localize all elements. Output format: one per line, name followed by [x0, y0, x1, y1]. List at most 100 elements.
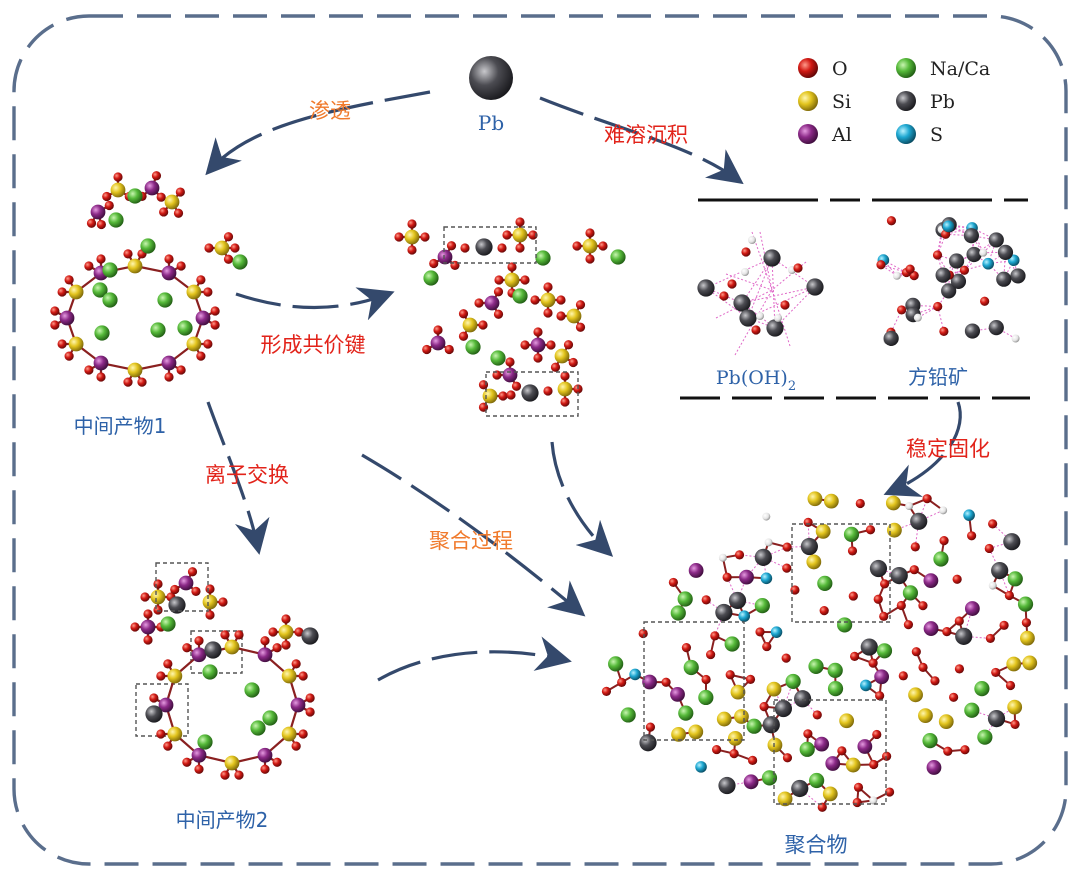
lead-atom: [910, 512, 928, 530]
pboh2-main: Pb(OH): [716, 367, 788, 389]
hydrogen-bond: [747, 257, 773, 319]
oxygen-atom: [511, 381, 522, 391]
sodium-calcium-atom: [678, 705, 694, 721]
oxygen-atom: [563, 340, 574, 350]
lead-atom: [715, 603, 733, 622]
silicon-atom: [1006, 656, 1022, 672]
oxygen-atom: [701, 674, 711, 685]
bond-site-box: [791, 523, 891, 623]
oxygen-atom: [598, 241, 608, 251]
aluminum-atom: [923, 573, 939, 589]
stabilize-label: 稳定固化: [906, 437, 990, 461]
silicon-atom: [214, 240, 230, 256]
sodium-calcium-atom: [843, 526, 860, 543]
oxygen-atom: [220, 630, 230, 640]
oxygen-atom: [182, 643, 192, 653]
legend-item-pb: Pb: [896, 91, 955, 113]
oxygen-atom: [478, 402, 489, 412]
sodium-calcium-atom: [902, 585, 919, 601]
oxygen-atom: [868, 658, 878, 668]
oxygen-atom: [719, 291, 729, 301]
oxygen-atom: [102, 191, 112, 202]
galena-structure: [876, 216, 1026, 347]
sodium-calcium-atom: [761, 770, 778, 786]
arrow-int1-to-polymer: [361, 453, 586, 617]
arrow-pb-to-intermediate1: [205, 90, 431, 176]
sulfur-atom: [982, 257, 994, 270]
oxygen-atom: [568, 357, 578, 368]
outer-dashed-frame: [12, 14, 1068, 866]
oxygen-atom: [294, 627, 304, 637]
silicon-atom: [202, 594, 218, 610]
silicon-atom: [186, 336, 202, 352]
sodium-calcium-atom: [827, 662, 843, 678]
oxygen-atom: [837, 746, 847, 756]
silicon-atom: [186, 284, 202, 300]
lead-atom: [733, 294, 751, 312]
intermediate1-label: 中间产物1: [74, 414, 167, 438]
legend-item-s: S: [896, 124, 943, 146]
aluminum-atom: [90, 204, 106, 220]
sodium-calcium-atom: [876, 643, 893, 659]
lead-atom: [791, 779, 809, 798]
aluminum-atom: [257, 647, 273, 663]
oxygen-atom: [873, 594, 883, 604]
polymerization-label: 聚合过程: [429, 529, 513, 553]
sodium-calcium-atom: [232, 254, 248, 270]
oxygen-atom: [260, 636, 270, 646]
oxygen-atom: [478, 320, 488, 330]
silicon-atom: [224, 755, 240, 771]
legend-label: Al: [831, 124, 852, 146]
sodium-calcium-atom: [127, 188, 143, 204]
pboh2-subscript: 2: [788, 379, 796, 394]
oxygen-atom: [176, 365, 186, 375]
oxygen-atom: [909, 565, 919, 575]
oxygen-atom: [793, 263, 803, 273]
oxygen-atom: [543, 308, 553, 318]
oxygen-atom: [520, 275, 530, 285]
oxygen-atom: [782, 563, 792, 573]
oxygen-atom: [706, 649, 716, 660]
silicon-atom: [127, 258, 143, 274]
silicon-atom: [462, 317, 478, 333]
sodium-calcium-atom: [746, 718, 762, 734]
oxygen-atom: [151, 171, 162, 181]
oxygen-atom: [560, 371, 570, 381]
oxygen-atom: [980, 296, 990, 306]
sodium-calcium-atom: [262, 710, 278, 726]
oxygen-atom: [896, 600, 906, 611]
sodium-calcium-atom: [698, 689, 714, 706]
oxygen-atom: [96, 254, 106, 264]
sodium-calcium-atom: [933, 551, 949, 567]
oxygen-atom: [601, 686, 612, 696]
oxygen-atom: [494, 275, 504, 285]
polymer-label: 聚合物: [785, 833, 848, 857]
silicon-atom: [281, 668, 297, 684]
arrow-covalent-bonding: [235, 287, 395, 321]
aluminum-atom: [178, 575, 194, 591]
aluminum-atom: [642, 674, 657, 690]
aluminum-atom: [484, 295, 500, 311]
legend-item-al: Al: [798, 124, 852, 146]
oxygen-atom: [291, 659, 301, 669]
aluminum-atom: [430, 335, 446, 351]
sulfur-atom: [629, 668, 641, 681]
sodium-calcium-atom: [724, 636, 740, 652]
oxygen-atom: [847, 546, 858, 556]
oxygen-atom: [113, 172, 123, 182]
oxygen-atom: [848, 591, 858, 601]
aluminum-atom: [964, 601, 980, 616]
bond-site-box: [155, 562, 209, 612]
sodium-calcium-atom: [817, 575, 833, 591]
sulfur-atom: [738, 610, 751, 622]
oxygen-atom: [420, 232, 430, 242]
oxygen-atom: [433, 325, 443, 335]
oxygen-atom: [897, 305, 907, 315]
oxygen-atom: [305, 707, 315, 717]
bond-site-box: [443, 226, 537, 264]
oxygen-atom: [505, 357, 515, 367]
lead-atom: [869, 559, 888, 578]
oxygen-atom: [734, 550, 745, 560]
sulfur-atom: [942, 220, 955, 233]
oxygen-atom: [444, 344, 454, 355]
